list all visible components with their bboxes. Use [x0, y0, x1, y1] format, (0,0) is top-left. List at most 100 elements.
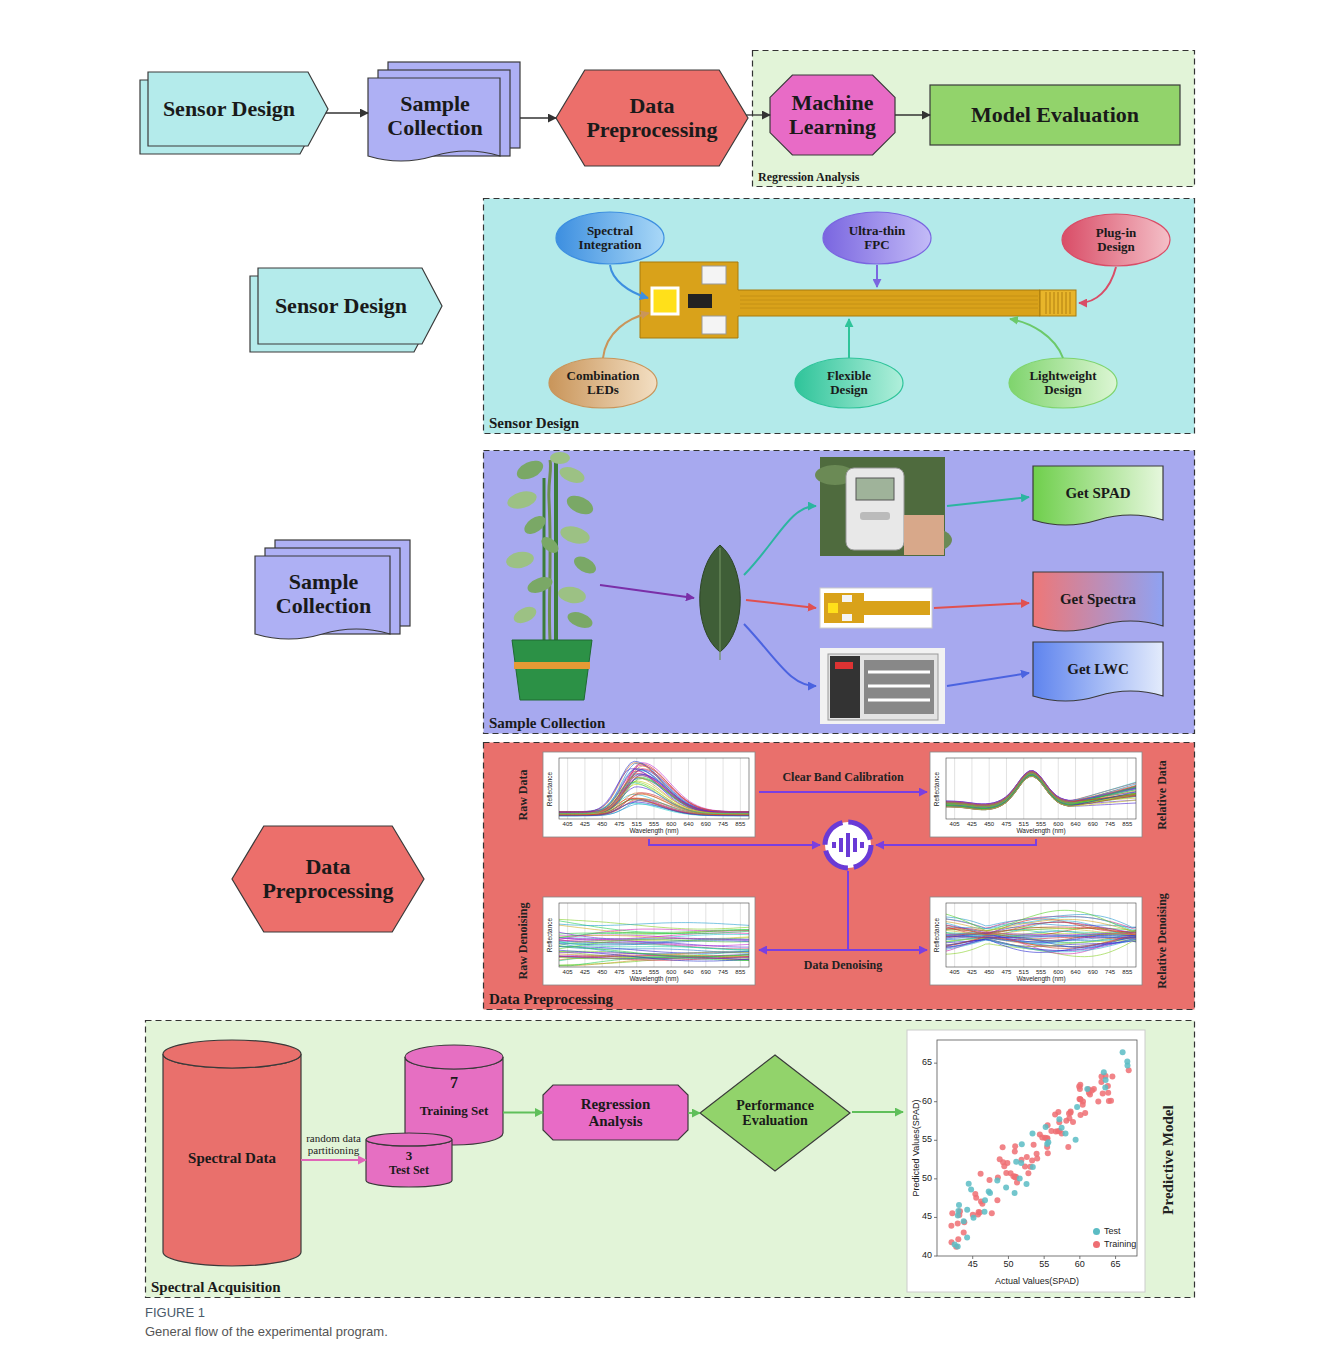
generated-plots-part [1105, 1083, 1111, 1089]
generated-plots-part [946, 921, 1136, 936]
generated-plots-part [946, 775, 1136, 808]
tick-label: 640 [684, 821, 694, 828]
generated-plots-part [723, 903, 724, 967]
output-document-outline-part [1033, 572, 1163, 631]
generated-plots-part [559, 954, 749, 960]
generated-plots-part [946, 934, 1136, 954]
text-group: Sensor Design [489, 415, 579, 432]
generated-plots-part [1077, 1082, 1083, 1088]
database-cylinder-outline-part [163, 1054, 301, 1266]
generated-plots-part [946, 922, 1136, 932]
generated-plots-part [946, 936, 1136, 941]
denoise-icon-part [846, 833, 850, 857]
sample-arrows-part [947, 497, 1029, 506]
node-label: Regression Analysis [553, 1096, 678, 1129]
generated-plots-part [559, 957, 749, 965]
generated-plots-part [559, 799, 749, 815]
generated-plots-part [559, 952, 749, 959]
text-group: Combination LEDs [563, 369, 643, 398]
generated-plots-part [946, 931, 1136, 938]
generated-plots-part [1109, 1073, 1115, 1079]
generated-plots-part [1019, 1141, 1025, 1147]
generated-plots-part [1024, 1181, 1030, 1187]
generated-plots-part [976, 1209, 982, 1215]
output-document-outline-part [1033, 642, 1163, 701]
generated-plots-part [946, 776, 1136, 809]
generated-plots-part [559, 761, 749, 811]
generated-plots-part [946, 772, 1136, 805]
generated-plots-part [946, 773, 1136, 806]
axis-title: Actual Values(SPAD) [995, 1277, 1079, 1287]
generated-plots-part [567, 903, 568, 967]
generated-plots-part [1058, 903, 1059, 967]
generated-plots-part [619, 903, 620, 967]
tomato-plant-part [565, 609, 594, 631]
generated-plots-part [559, 802, 749, 816]
tick-label: 855 [735, 969, 745, 976]
generated-plots-part [559, 778, 749, 813]
generated-plots-part [740, 758, 741, 819]
generated-plots-part [1037, 1131, 1043, 1137]
generated-plots-part [989, 758, 990, 819]
generated-plots-part [979, 1201, 985, 1207]
generated-plots-part [946, 776, 1136, 809]
dataset-cylinder-outline-part [405, 1045, 503, 1069]
group-panel-outline-part [484, 743, 1195, 1010]
generated-plots-part [1103, 1073, 1109, 1079]
generated-plots-part [1012, 1143, 1018, 1149]
node-label: Combination LEDs [563, 369, 643, 398]
process-octagon: Regression Analysis [543, 1085, 688, 1140]
tick-label: 425 [580, 969, 590, 976]
generated-plots-part [949, 1210, 955, 1216]
text-group: Performance Evaluation [730, 1098, 820, 1129]
decision-diamond-outline-part [700, 1055, 850, 1171]
tomato-plant-part [557, 464, 586, 486]
generated-plots-part [559, 798, 749, 815]
feature-ellipse: Spectral Integration [556, 212, 664, 264]
generated-plots-part [1110, 758, 1111, 819]
sensor-photo-part [842, 614, 852, 621]
generated-plots-part [559, 952, 749, 961]
generated-plots-part [559, 770, 749, 813]
generated-plots-part [955, 1208, 961, 1214]
tick-label: 855 [735, 821, 745, 828]
generated-plots-part [948, 1223, 954, 1229]
generated-plots-part [1092, 758, 1093, 819]
generated-plots-part [543, 752, 755, 837]
generated-plots-part [946, 940, 1136, 947]
generated-plots-part [1086, 1090, 1092, 1096]
feature-ellipse-outline-part [823, 212, 931, 264]
text-group: Sample Collection [489, 715, 605, 732]
generated-plots-part [946, 772, 1136, 805]
generated-plots-part [934, 1178, 937, 1179]
generated-plots-part [954, 903, 955, 967]
generated-plots-part [946, 776, 1136, 809]
generated-plots-part [946, 923, 1136, 929]
generated-plots-part [1003, 1170, 1009, 1176]
generated-plots-part [964, 1235, 970, 1241]
generated-plots-part [946, 775, 1136, 808]
generated-plots-part [559, 951, 749, 956]
plot-title: Relative Data [1156, 760, 1169, 830]
tick-label: 600 [666, 969, 676, 976]
generated-plots-part [1042, 1135, 1048, 1141]
generated-plots-part [584, 903, 585, 967]
generated-plots-part [946, 936, 1136, 948]
generated-plots-part [982, 1209, 988, 1215]
oven-photo-part [864, 660, 934, 714]
tick-label: 450 [984, 969, 994, 976]
generated-plots-part [1013, 1174, 1019, 1180]
generated-plots-part [946, 936, 1136, 938]
tick-label: 745 [718, 821, 728, 828]
generated-plots-part [946, 771, 1136, 804]
group-panel: Spectral AcquisitionSpectral Data7Traini… [145, 1020, 1195, 1298]
result-arrow [852, 1111, 903, 1113]
generated-plots-part [1012, 1190, 1018, 1196]
axis-title: Wavelength (nm) [1016, 975, 1065, 982]
generated-plots-part [971, 1215, 977, 1221]
text-group: Sensor Design [163, 97, 295, 121]
generated-plots-part [1039, 1134, 1045, 1140]
generated-plots-part [946, 933, 1136, 941]
tick-label: 55 [922, 1135, 932, 1145]
panel-title: Sensor Design [489, 415, 579, 432]
